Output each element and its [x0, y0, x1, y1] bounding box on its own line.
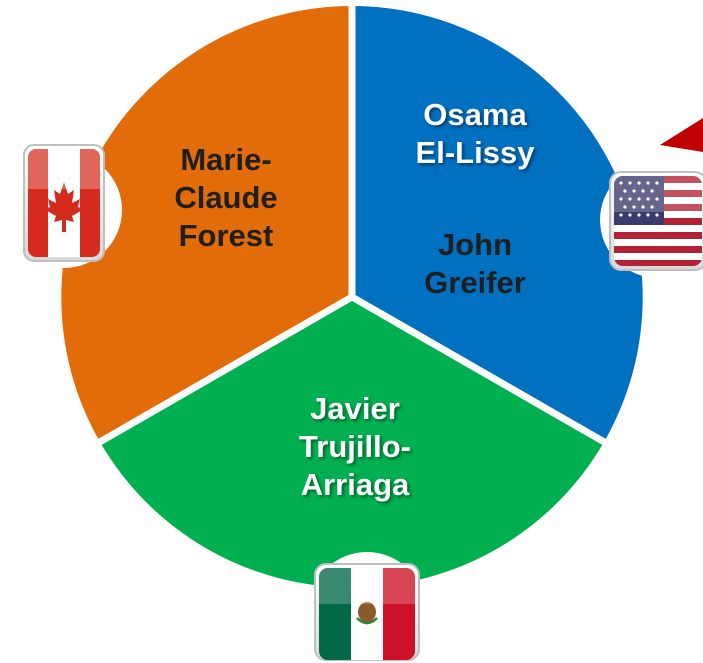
canada-flag-icon	[23, 144, 105, 262]
canada-name-line-1: Marie-	[180, 142, 272, 177]
divider-right	[350, 293, 608, 447]
segment-blue	[352, 6, 643, 442]
segment-orange	[61, 6, 353, 442]
canada-name-line-2: Claude	[174, 180, 278, 215]
mexico-name-line-2: Trujillo-	[299, 429, 411, 464]
usa-flag-icon	[609, 171, 703, 271]
usa-name-1-line-2: El-Lissy	[415, 135, 535, 170]
usa-name-1-line-1: Osama	[423, 97, 527, 132]
mexico-flag-icon	[314, 563, 420, 661]
mexico-name-line-3: Arriaga	[300, 467, 410, 502]
usa-name-label-1: Osama El-Lissy	[390, 96, 560, 172]
usa-name-2-line-2: Greifer	[424, 265, 526, 300]
usa-name-label-2: John Greifer	[390, 226, 560, 302]
divider-left	[96, 293, 354, 447]
arrow-fragment	[660, 118, 703, 152]
canada-name-line-3: Forest	[178, 218, 274, 253]
mexico-name-line-1: Javier	[310, 391, 400, 426]
mexico-name-label: Javier Trujillo- Arriaga	[270, 390, 440, 504]
canada-name-label: Marie- Claude Forest	[146, 141, 306, 255]
usa-name-2-line-1: John	[437, 227, 513, 262]
